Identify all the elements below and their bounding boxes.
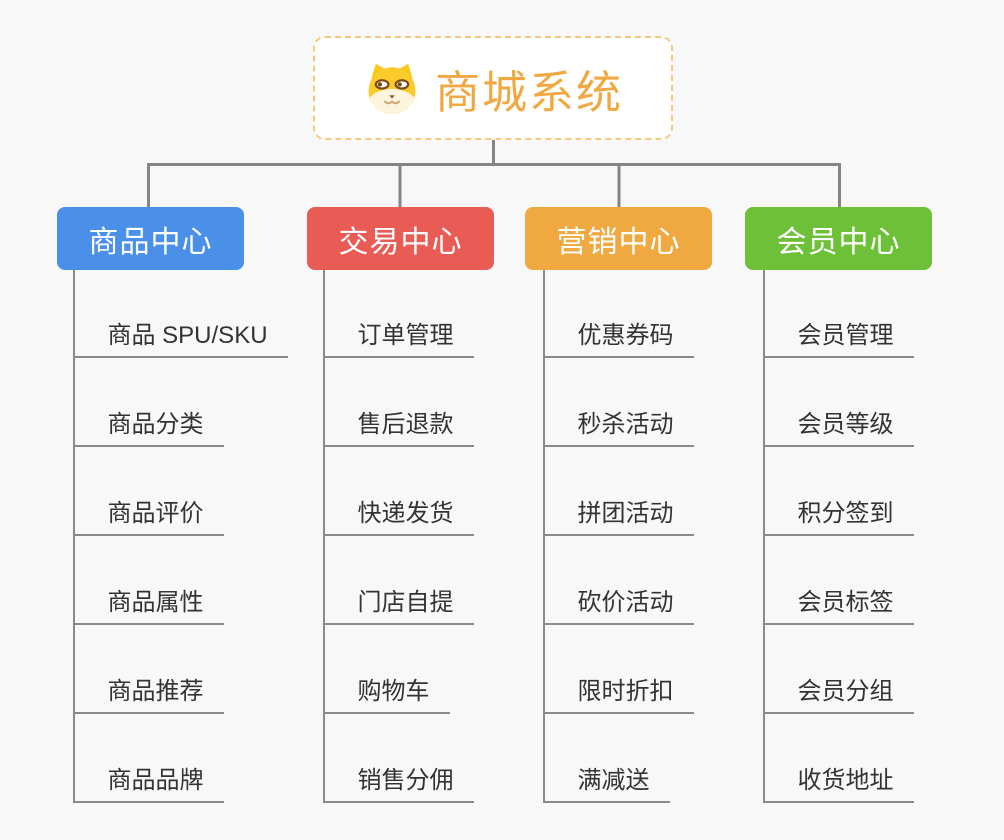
child-node[interactable]: 拼团活动 — [542, 447, 694, 536]
child-node[interactable]: 砍价活动 — [542, 536, 694, 625]
root-node[interactable]: 商城系统 — [313, 36, 673, 140]
child-node[interactable]: 商品 SPU/SKU — [72, 270, 288, 358]
child-node[interactable]: 商品推荐 — [72, 625, 224, 714]
branch-node-member-center[interactable]: 会员中心 — [745, 207, 932, 270]
child-node[interactable]: 满减送 — [542, 714, 670, 803]
child-node[interactable]: 收货地址 — [762, 714, 914, 803]
child-node[interactable]: 购物车 — [322, 625, 450, 714]
branch-node-product-center[interactable]: 商品中心 — [57, 207, 244, 270]
child-node[interactable]: 商品属性 — [72, 536, 224, 625]
branch-node-marketing-center[interactable]: 营销中心 — [525, 207, 712, 270]
child-node[interactable]: 商品分类 — [72, 358, 224, 447]
child-node[interactable]: 积分签到 — [762, 447, 914, 536]
branch-children-marketing: 优惠券码 秒杀活动 拼团活动 砍价活动 限时折扣 满减送 — [542, 270, 694, 803]
branch-children-product: 商品 SPU/SKU 商品分类 商品评价 商品属性 商品推荐 商品品牌 — [72, 270, 288, 803]
child-node[interactable]: 会员分组 — [762, 625, 914, 714]
child-node[interactable]: 售后退款 — [322, 358, 474, 447]
child-node[interactable]: 快递发货 — [322, 447, 474, 536]
child-node[interactable]: 秒杀活动 — [542, 358, 694, 447]
branch-node-trade-center[interactable]: 交易中心 — [307, 207, 494, 270]
branch-children-member: 会员管理 会员等级 积分签到 会员标签 会员分组 收货地址 — [762, 270, 914, 803]
branch-children-trade: 订单管理 售后退款 快递发货 门店自提 购物车 销售分佣 — [322, 270, 474, 803]
dog-face-icon — [368, 63, 416, 115]
child-node[interactable]: 订单管理 — [322, 270, 474, 358]
root-title: 商城系统 — [434, 66, 623, 118]
child-node[interactable]: 商品评价 — [72, 447, 224, 536]
child-node[interactable]: 销售分佣 — [322, 714, 474, 803]
child-node[interactable]: 会员等级 — [762, 358, 914, 447]
child-node[interactable]: 限时折扣 — [542, 625, 694, 714]
child-node[interactable]: 会员管理 — [762, 270, 914, 358]
child-node[interactable]: 门店自提 — [322, 536, 474, 625]
child-node[interactable]: 商品品牌 — [72, 714, 224, 803]
child-node[interactable]: 会员标签 — [762, 536, 914, 625]
child-node[interactable]: 优惠券码 — [542, 270, 694, 358]
